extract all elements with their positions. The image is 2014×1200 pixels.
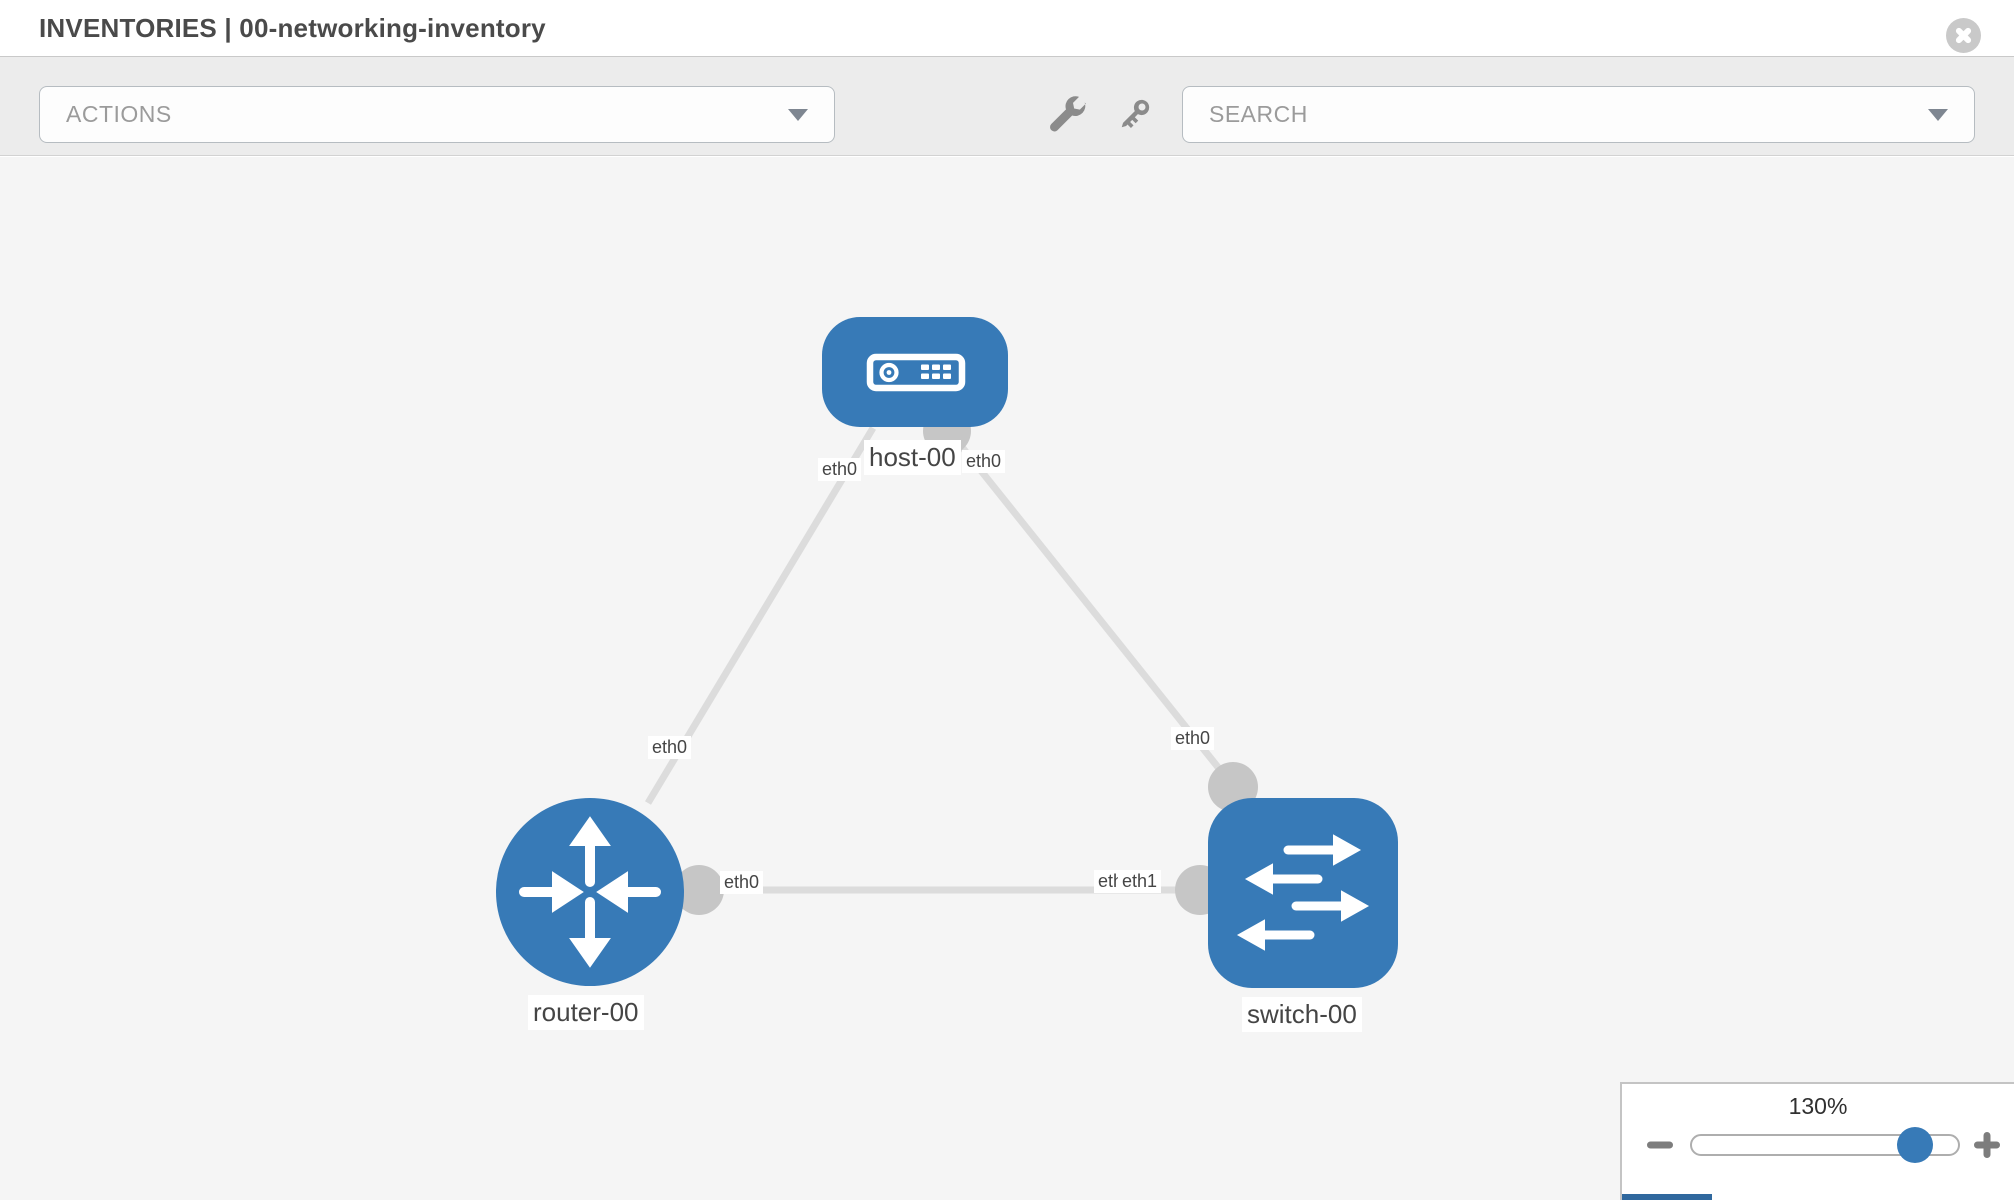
node-host-00[interactable] (822, 317, 1008, 427)
header: INVENTORIES | 00-networking-inventory (0, 0, 2014, 56)
search-dropdown-placeholder: SEARCH (1209, 101, 1308, 127)
topology-canvas[interactable]: eth0 host-00 eth0 eth0 eth0 eth0 eth0 et… (0, 157, 2014, 1200)
interface-label: eth0 (818, 458, 862, 481)
router-icon (519, 816, 661, 968)
interface-label: eth0 (962, 450, 1006, 473)
node-label-router-00: router-00 (528, 995, 644, 1030)
node-label-host-00: host-00 (864, 440, 961, 475)
zoom-panel: 130% (1620, 1082, 2014, 1200)
chevron-down-icon (1928, 108, 1948, 121)
node-switch-00[interactable] (1208, 798, 1398, 988)
actions-dropdown-placeholder: ACTIONS (66, 101, 172, 127)
node-label-switch-00: switch-00 (1242, 997, 1362, 1032)
toolbar: ACTIONS SEARCH (0, 56, 2014, 156)
interface-label: eth0 (1171, 727, 1215, 750)
node-router-00[interactable] (496, 798, 684, 986)
interface-label: eth1 (1118, 870, 1162, 893)
credentials-button[interactable] (1110, 91, 1158, 139)
search-dropdown[interactable]: SEARCH (1182, 86, 1975, 143)
interface-label: eth0 (720, 871, 764, 894)
zoom-slider-track[interactable] (1690, 1127, 1960, 1163)
switch-icon (1236, 834, 1370, 951)
close-button[interactable] (1946, 18, 1981, 53)
zoom-out-button[interactable] (1644, 1129, 1676, 1161)
interface-label: eth0 (648, 736, 692, 759)
plus-icon (1983, 1132, 1991, 1158)
zoom-slider-handle[interactable] (1897, 1127, 1933, 1163)
actions-dropdown[interactable]: ACTIONS (39, 86, 835, 143)
key-icon (1121, 99, 1150, 128)
interface-endpoint-router-right (674, 865, 724, 915)
bottom-accent-strip (1622, 1194, 1712, 1200)
host-icon (866, 353, 966, 392)
wrench-icon (1050, 96, 1086, 132)
zoom-in-button[interactable] (1971, 1129, 2003, 1161)
tools-button[interactable] (1044, 91, 1092, 139)
minus-icon (1647, 1141, 1673, 1149)
page-title: INVENTORIES | 00-networking-inventory (39, 13, 546, 43)
zoom-level: 130% (1788, 1093, 1848, 1119)
close-icon (1954, 26, 1973, 45)
chevron-down-icon (788, 108, 808, 121)
links-layer (644, 407, 1258, 915)
